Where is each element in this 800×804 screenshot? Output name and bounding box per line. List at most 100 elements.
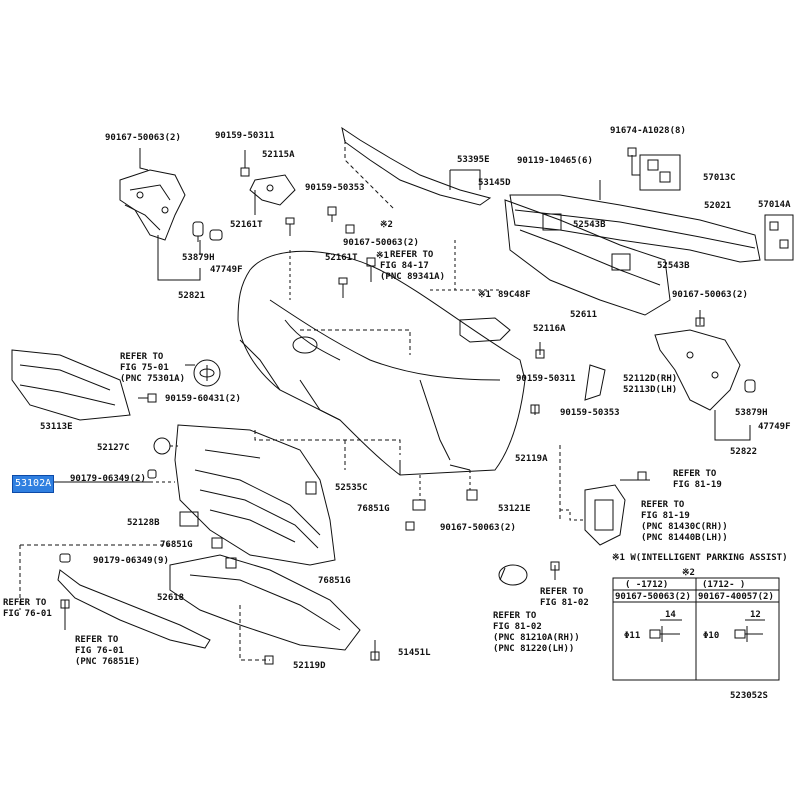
highlight-label: 53102A — [15, 478, 52, 489]
part-labels: 90167-50063(2) 90159-50311 52115A 90159-… — [3, 126, 791, 701]
label-52113D: 52113D(LH) — [623, 385, 677, 395]
label-52821: 52821 — [178, 291, 205, 301]
clip-76851G-b — [211, 537, 223, 549]
reinforcement-52021 — [509, 194, 761, 263]
label-53879H-a: 53879H — [182, 253, 215, 263]
leader — [157, 235, 201, 281]
legend-col1-dia: Φ11 — [624, 631, 640, 641]
legend-mark2: ※2 — [682, 568, 695, 578]
mark-x1-a: ※1 — [376, 251, 389, 261]
sensor — [498, 564, 528, 586]
molding-53395E — [341, 126, 492, 206]
label-52116A: 52116A — [533, 324, 566, 334]
ref-75-l2: FIG 75-01 — [120, 363, 169, 373]
ref-76b-l1: REFER TO — [75, 635, 119, 645]
ref-76b-l2: FIG 76-01 — [75, 646, 124, 656]
label-52822: 52822 — [730, 447, 757, 457]
clip-90179-b — [59, 553, 71, 563]
bracket-52821 — [119, 169, 186, 241]
label-52119A: 52119A — [515, 454, 548, 464]
absorber-52611 — [504, 199, 671, 316]
label-52535C: 52535C — [335, 483, 368, 493]
extension-52112D — [584, 364, 606, 401]
label-76851G-c: 76851G — [318, 576, 351, 586]
label-57013C: 57013C — [703, 173, 736, 183]
undercover-53113E — [11, 349, 131, 421]
bracket-52822 — [654, 329, 741, 411]
bracket-57013C — [639, 154, 681, 191]
ref-81d-l2: FIG 81-02 — [540, 598, 589, 608]
label-52618: 52618 — [157, 593, 184, 603]
clip-53121E — [466, 489, 478, 501]
bolt-x1-a — [366, 257, 376, 282]
label-90179-06349-9: 90179-06349(9) — [93, 556, 169, 566]
label-90167-50063-c: 90167-50063(2) — [672, 290, 748, 300]
label-90159-50353-a: 90159-50353 — [305, 183, 365, 193]
legend-col1-len: 14 — [665, 610, 676, 620]
label-90179-06349-2: 90179-06349(2) — [70, 474, 146, 484]
clip-90179-a — [147, 469, 157, 479]
label-90167-50063-b: 90167-50063(2) — [343, 238, 419, 248]
legend-col1-range: ( -1712) — [625, 580, 668, 590]
lamp-bracket-right — [584, 484, 626, 546]
label-90159-50353-b: 90159-50353 — [560, 408, 620, 418]
label-53879H-b: 53879H — [735, 408, 768, 418]
legend-col2-dia: Φ10 — [703, 631, 719, 641]
ref-81a-l2: FIG 81-19 — [673, 480, 722, 490]
ref-84-l3: (PNC 89341A) — [380, 272, 445, 282]
mark-x1-b: ※1 — [478, 290, 491, 300]
clip-53879H-a — [192, 221, 204, 242]
label-52115A: 52115A — [262, 150, 295, 160]
cap-52127C — [153, 437, 171, 455]
ref-81d-l1: REFER TO — [540, 587, 584, 597]
bracket-52115A — [240, 150, 296, 206]
label-53145D: 53145D — [478, 178, 511, 188]
ref-75-l3: (PNC 75301A) — [120, 374, 185, 384]
diagram-id: 523052S — [730, 691, 768, 701]
label-53395E: 53395E — [457, 155, 490, 165]
label-52611: 52611 — [570, 310, 597, 320]
bolt-90167-a — [345, 224, 355, 234]
label-90119-10465: 90119-10465(6) — [517, 156, 593, 166]
label-52543B-b: 52543B — [657, 261, 690, 271]
clip-53879H-b — [744, 379, 756, 393]
bumper-cover-52119A — [237, 250, 526, 476]
emblem — [193, 359, 221, 387]
ref-76a-l1: REFER TO — [3, 598, 47, 608]
ref-84-l1: REFER TO — [390, 250, 434, 260]
ref-81c-l4: (PNC 81220(LH)) — [493, 644, 574, 654]
ref-76b-l3: (PNC 76851E) — [75, 657, 140, 667]
ref-84-l2: FIG 84-17 — [380, 261, 429, 271]
label-52161T-a: 52161T — [230, 220, 263, 230]
mark-x2: ※2 — [380, 220, 393, 230]
label-52127C: 52127C — [97, 443, 130, 453]
legend-table — [612, 577, 780, 681]
ref-81b-l2: FIG 81-19 — [641, 511, 690, 521]
cap-52128B — [179, 511, 199, 527]
label-51451L: 51451L — [398, 648, 431, 658]
label-52161T-b: 52161T — [325, 253, 358, 263]
bracket-57014A — [764, 214, 794, 261]
label-53121E: 53121E — [498, 504, 531, 514]
highlight-53102A[interactable]: 53102A — [12, 475, 54, 493]
bolt-52161T-a — [285, 217, 295, 236]
label-89C48F: 89C48F — [498, 290, 531, 300]
screw-12 — [734, 626, 763, 642]
bolt-91674 — [627, 147, 637, 157]
screw-14 — [649, 626, 680, 642]
bolt-90159-50353-a — [327, 206, 337, 222]
label-47749F-a: 47749F — [210, 265, 243, 275]
clip-76851G-c — [225, 557, 237, 569]
ref-81c-l3: (PNC 81210A(RH)) — [493, 633, 580, 643]
clip-47749F-a — [209, 229, 223, 241]
legend-col2-range: (1712- ) — [702, 580, 745, 590]
clip-52535C — [305, 481, 317, 495]
ref-75-l1: REFER TO — [120, 352, 164, 362]
ref-81b-l1: REFER TO — [641, 500, 685, 510]
label-76851G-b: 76851G — [160, 540, 193, 550]
bolt-52161T-b — [338, 277, 348, 298]
label-53113E: 53113E — [40, 422, 73, 432]
ref-81c-l2: FIG 81-02 — [493, 622, 542, 632]
